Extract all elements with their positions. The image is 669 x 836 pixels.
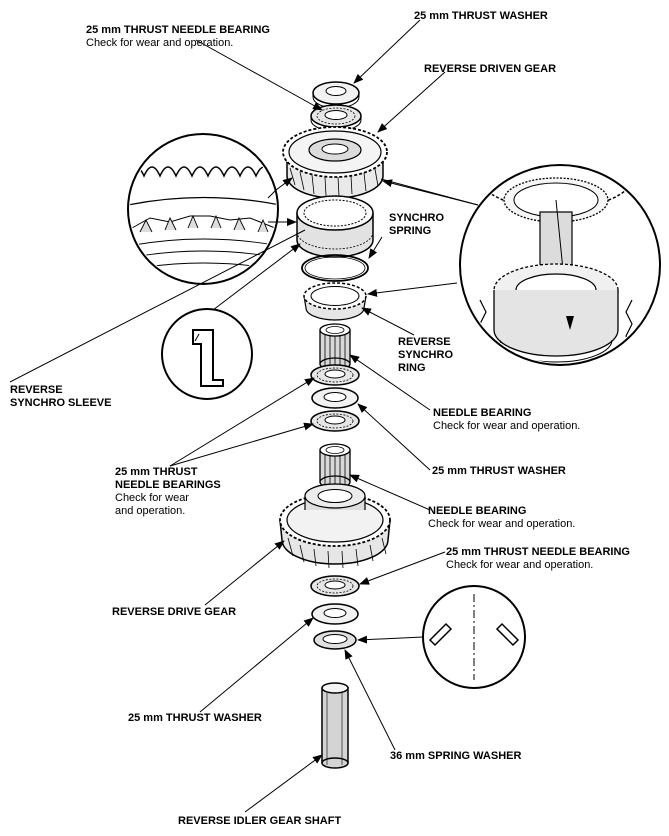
label-thrust-washer-mid: 25 mm THRUST WASHER [432,465,566,477]
detail-synchro-profile-circle [161,308,253,400]
reverse-synchro-ring-part [303,282,367,321]
leader-lines [9,19,479,813]
reverse-synchro-sleeve-part [296,195,374,258]
needle-bearing-lower-part [319,443,351,489]
label-thrust-needle-bearing-lower: 25 mm THRUST NEEDLE BEARING Check for we… [446,546,630,571]
label-thrust-washer-top: 25 mm THRUST WASHER [414,10,548,22]
synchro-spring-part [301,254,369,282]
thrust-needle-bearing-mid-lower-part [310,410,360,432]
label-thrust-washer-bottom: 25 mm THRUST WASHER [128,712,262,724]
detail-spring-washer-circle [422,585,526,689]
label-reverse-driven-gear: REVERSE DRIVEN GEAR [424,63,557,75]
label-needle-bearing-lower: NEEDLE BEARING Check for wear and operat… [428,505,576,530]
label-thrust-needle-bearing-top: 25 mm THRUST NEEDLE BEARING Check for we… [86,24,270,49]
label-needle-bearing-upper: NEEDLE BEARING Check for wear and operat… [433,407,581,432]
detail-gear-assembly-circle [459,164,661,366]
thrust-needle-bearing-lower-part [310,575,360,597]
thrust-washer-mid-part [311,387,359,409]
reverse-drive-gear-part [279,483,391,569]
detail-gear-teeth-circle [127,133,279,285]
reverse-idler-gear-shaft-part [321,682,349,769]
label-reverse-synchro-sleeve: REVERSE SYNCHRO SLEEVE [10,384,112,409]
thrust-needle-bearing-mid-upper-part [310,364,360,386]
reverse-driven-gear-part [282,126,388,199]
label-thrust-needle-bearings-mid: 25 mm THRUST NEEDLE BEARINGS Check for w… [115,466,221,517]
label-synchro-spring: SYNCHRO SPRING [389,212,445,237]
label-reverse-synchro-ring: REVERSE SYNCHRO RING [398,336,454,374]
label-spring-washer: 36 mm SPRING WASHER [390,750,522,762]
label-reverse-idler-gear-shaft: REVERSE IDLER GEAR SHAFT [178,815,342,827]
spring-washer-part [313,630,357,650]
thrust-washer-bottom-part [311,603,359,625]
thrust-washer-top-part [312,81,360,109]
needle-bearing-upper-part [319,323,351,371]
label-reverse-drive-gear: REVERSE DRIVE GEAR [112,606,237,618]
